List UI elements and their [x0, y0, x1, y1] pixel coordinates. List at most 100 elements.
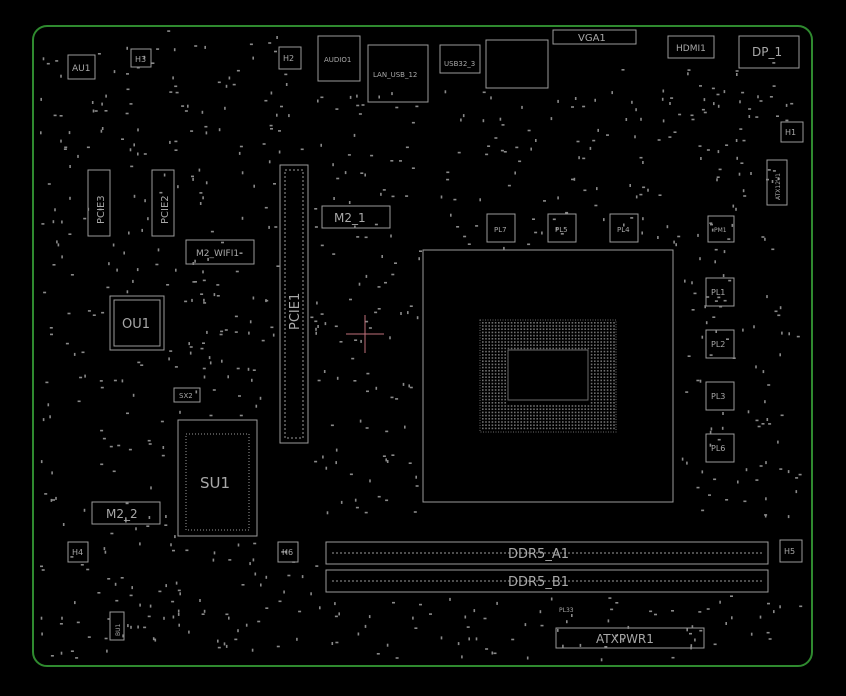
smd-component: [148, 516, 151, 519]
smd-component: [392, 601, 395, 604]
smd-component: [732, 357, 736, 359]
smd-component: [101, 127, 104, 130]
socket-pin: [606, 322, 609, 324]
socket-pin: [482, 389, 484, 391]
socket-pin: [488, 418, 490, 420]
socket-pin: [590, 347, 593, 350]
smd-component: [154, 638, 157, 642]
smd-component: [728, 279, 732, 282]
socket-pin: [613, 411, 615, 414]
socket-pin: [603, 366, 606, 369]
socket-pin: [549, 421, 551, 423]
smd-component: [446, 171, 450, 174]
smd-component: [310, 316, 314, 319]
smd-component: [615, 634, 619, 637]
socket-pin: [587, 408, 590, 410]
socket-pin: [552, 338, 554, 340]
socket-pin: [536, 414, 538, 417]
socket-pin: [594, 322, 596, 324]
socket-pin: [542, 408, 545, 410]
smd-component: [713, 643, 717, 646]
ddr-a1-slot: [325, 541, 769, 565]
smd-component: [592, 139, 596, 142]
smd-component: [248, 331, 250, 335]
socket-pin: [581, 347, 583, 350]
socket-pin: [485, 338, 487, 340]
smd-component: [283, 590, 285, 594]
smd-component: [511, 638, 515, 641]
socket-pin: [603, 360, 606, 362]
socket-pin: [498, 328, 500, 330]
smd-component: [703, 98, 706, 102]
socket-pin: [571, 322, 574, 324]
socket-pin: [571, 347, 574, 350]
socket-pin: [482, 395, 484, 398]
socket-pin: [482, 376, 484, 378]
socket-pin: [578, 427, 580, 430]
smd-component: [172, 76, 174, 80]
socket-pin: [606, 382, 609, 385]
smd-component: [234, 331, 238, 333]
smd-component: [673, 131, 677, 133]
smd-component: [137, 361, 141, 364]
socket-pin: [606, 328, 609, 330]
smd-component: [578, 156, 580, 160]
socket-pin: [546, 427, 548, 430]
smd-component: [460, 118, 462, 122]
socket-pin: [523, 347, 526, 350]
smd-component: [314, 226, 318, 228]
socket-pin: [520, 325, 522, 327]
socket-pin: [498, 402, 500, 404]
socket-pin: [510, 421, 513, 423]
socket-pin: [482, 347, 484, 350]
smd-component: [378, 95, 380, 99]
socket-pin: [590, 405, 593, 407]
smd-component: [100, 386, 104, 389]
socket-pin: [530, 338, 532, 340]
socket-pin: [594, 350, 596, 353]
smd-component: [461, 655, 463, 659]
smd-component: [717, 438, 721, 441]
socket-pin: [552, 418, 554, 420]
smd-component: [192, 262, 195, 265]
label-h1: H1: [785, 128, 796, 137]
smd-component: [485, 648, 489, 650]
smd-component: [354, 339, 358, 341]
socket-pin: [520, 331, 522, 334]
socket-pin: [610, 341, 612, 343]
smd-component: [127, 624, 129, 628]
smd-component: [204, 45, 206, 49]
smd-component: [473, 609, 476, 613]
smd-component: [579, 643, 582, 647]
smd-component: [675, 243, 677, 247]
socket-pin: [485, 328, 487, 330]
smd-component: [402, 382, 405, 386]
socket-pin: [610, 421, 612, 423]
socket-pin: [594, 424, 596, 426]
socket-pin: [494, 405, 497, 407]
smd-component: [722, 412, 724, 415]
smd-component: [382, 189, 386, 191]
socket-pin: [590, 357, 593, 359]
socket-pin: [597, 357, 599, 359]
socket-pin: [526, 405, 529, 407]
smd-component: [158, 590, 162, 593]
smd-component: [194, 45, 198, 47]
socket-pin: [552, 408, 554, 410]
smd-component: [687, 69, 691, 71]
socket-pin: [597, 347, 599, 350]
socket-pin: [491, 373, 494, 375]
socket-pin: [597, 360, 599, 362]
socket-pin: [613, 354, 615, 356]
socket-pin: [501, 334, 503, 337]
smd-component: [686, 461, 688, 465]
socket-pin: [539, 334, 542, 337]
smd-component: [109, 445, 113, 448]
smd-component: [212, 558, 215, 562]
label-pl7: PL7: [494, 226, 507, 234]
smd-component: [668, 136, 672, 138]
smd-component: [557, 196, 559, 200]
socket-pin: [571, 411, 574, 414]
socket-pin: [568, 322, 570, 324]
socket-pin: [565, 334, 567, 337]
